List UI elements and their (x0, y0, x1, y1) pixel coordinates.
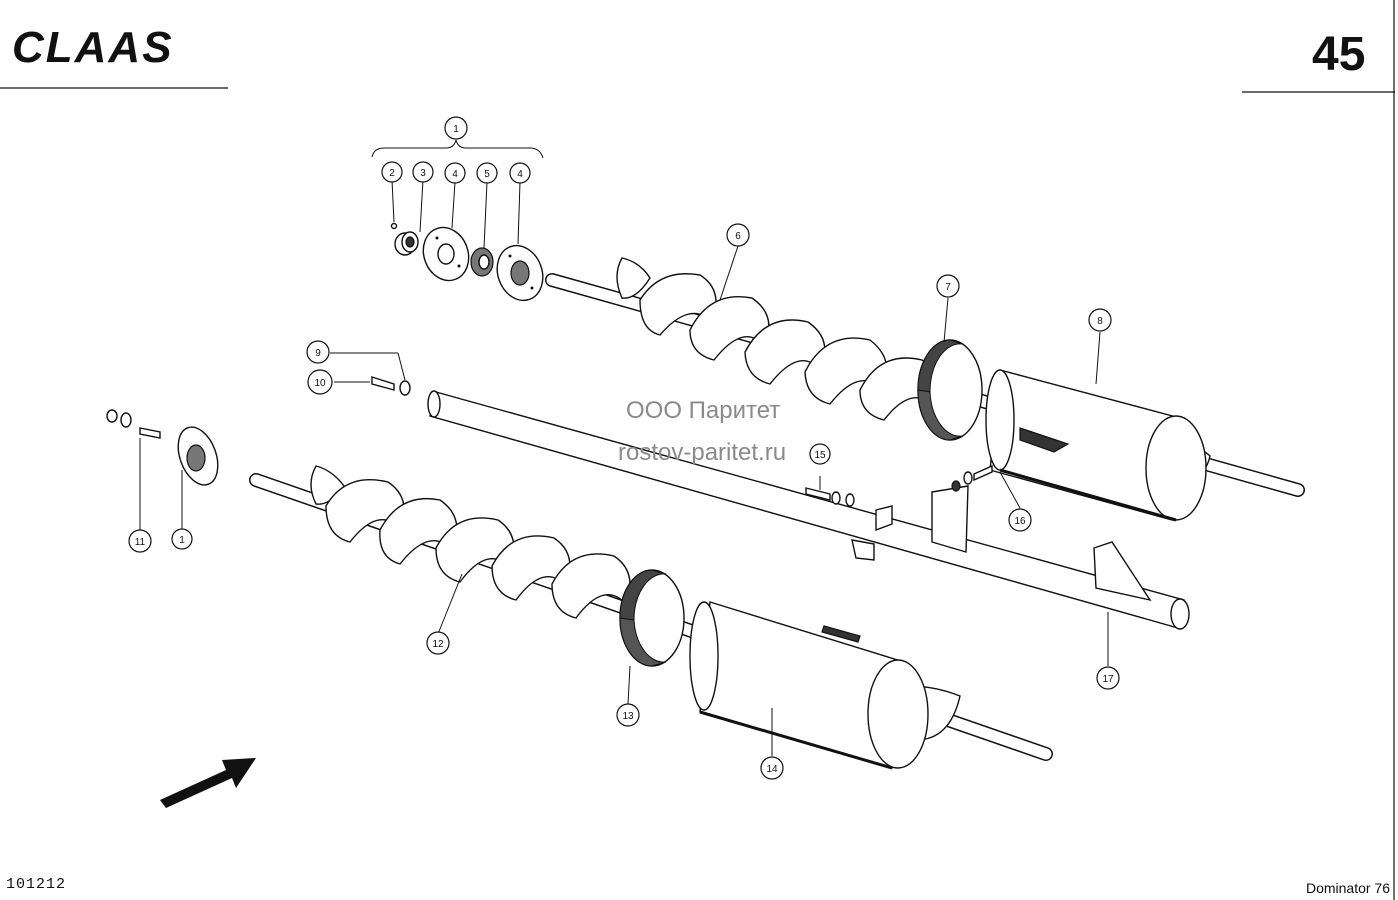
svg-text:14: 14 (766, 764, 778, 775)
lower-auger-band (619, 569, 685, 667)
callout-4b: 4 (509, 162, 531, 184)
svg-text:8: 8 (1097, 316, 1103, 327)
bearing-flange-a (422, 226, 470, 282)
callout-7: 7 (936, 274, 960, 298)
watermark-company: ООО Паритет (626, 397, 780, 424)
brand-logo: CLAAS (12, 23, 174, 72)
bolt (371, 376, 395, 391)
direction-arrow-icon (160, 758, 256, 808)
bearing-collar (394, 231, 419, 256)
callout-14: 14 (760, 756, 784, 780)
callout-10: 10 (307, 369, 333, 395)
svg-text:7: 7 (945, 282, 951, 293)
svg-text:4: 4 (517, 169, 523, 180)
callout-13: 13 (616, 703, 640, 727)
grease-nipple (390, 222, 398, 230)
support-tube (427, 390, 1190, 630)
ball-bearing (470, 247, 494, 277)
callout-8: 8 (1088, 308, 1112, 332)
callout-11: 11 (128, 529, 152, 553)
left-bearing-flange (177, 426, 219, 486)
leader-lines (437, 245, 1101, 756)
callout-9: 9 (306, 340, 330, 364)
svg-text:2: 2 (389, 168, 395, 179)
svg-text:6: 6 (735, 231, 741, 242)
lower-auger-cylinder (689, 601, 929, 770)
callout-15: 15 (809, 443, 831, 465)
bearing-flange-b (496, 244, 544, 302)
svg-text:15: 15 (814, 450, 826, 461)
fasteners (106, 352, 1109, 666)
page-number: 45 (1312, 28, 1365, 81)
svg-text:10: 10 (314, 378, 326, 389)
callout-16: 16 (1008, 508, 1032, 532)
svg-text:11: 11 (135, 537, 146, 548)
callout-3: 3 (412, 161, 434, 183)
callout-1-left: 1 (171, 528, 193, 550)
watermark-url: rostov-paritet.ru (618, 439, 786, 466)
callout-1-top: 1 (444, 116, 468, 140)
svg-text:12: 12 (432, 639, 444, 650)
svg-text:4: 4 (452, 169, 458, 180)
washer (399, 380, 411, 396)
svg-text:5: 5 (484, 169, 490, 180)
svg-text:16: 16 (1014, 516, 1026, 527)
svg-text:13: 13 (622, 711, 634, 722)
upper-auger-cylinder (985, 369, 1207, 522)
callout-6: 6 (726, 223, 750, 247)
callout-2: 2 (381, 161, 403, 183)
model-name: Dominator 76 (1306, 880, 1390, 896)
callout-17: 17 (1096, 666, 1120, 690)
callout-12: 12 (426, 631, 450, 655)
upper-auger-band (917, 339, 983, 441)
callout-4a: 4 (444, 162, 466, 184)
svg-text:1: 1 (453, 124, 459, 135)
drawing-code: 101212 (6, 876, 66, 893)
watermark: ООО Паритет rostov-paritet.ru (618, 397, 786, 466)
svg-text:17: 17 (1102, 674, 1114, 685)
svg-text:1: 1 (179, 535, 185, 546)
callout-5: 5 (476, 162, 498, 184)
svg-text:3: 3 (420, 168, 426, 179)
svg-text:9: 9 (315, 348, 321, 359)
bearing-kit-group (371, 139, 544, 302)
